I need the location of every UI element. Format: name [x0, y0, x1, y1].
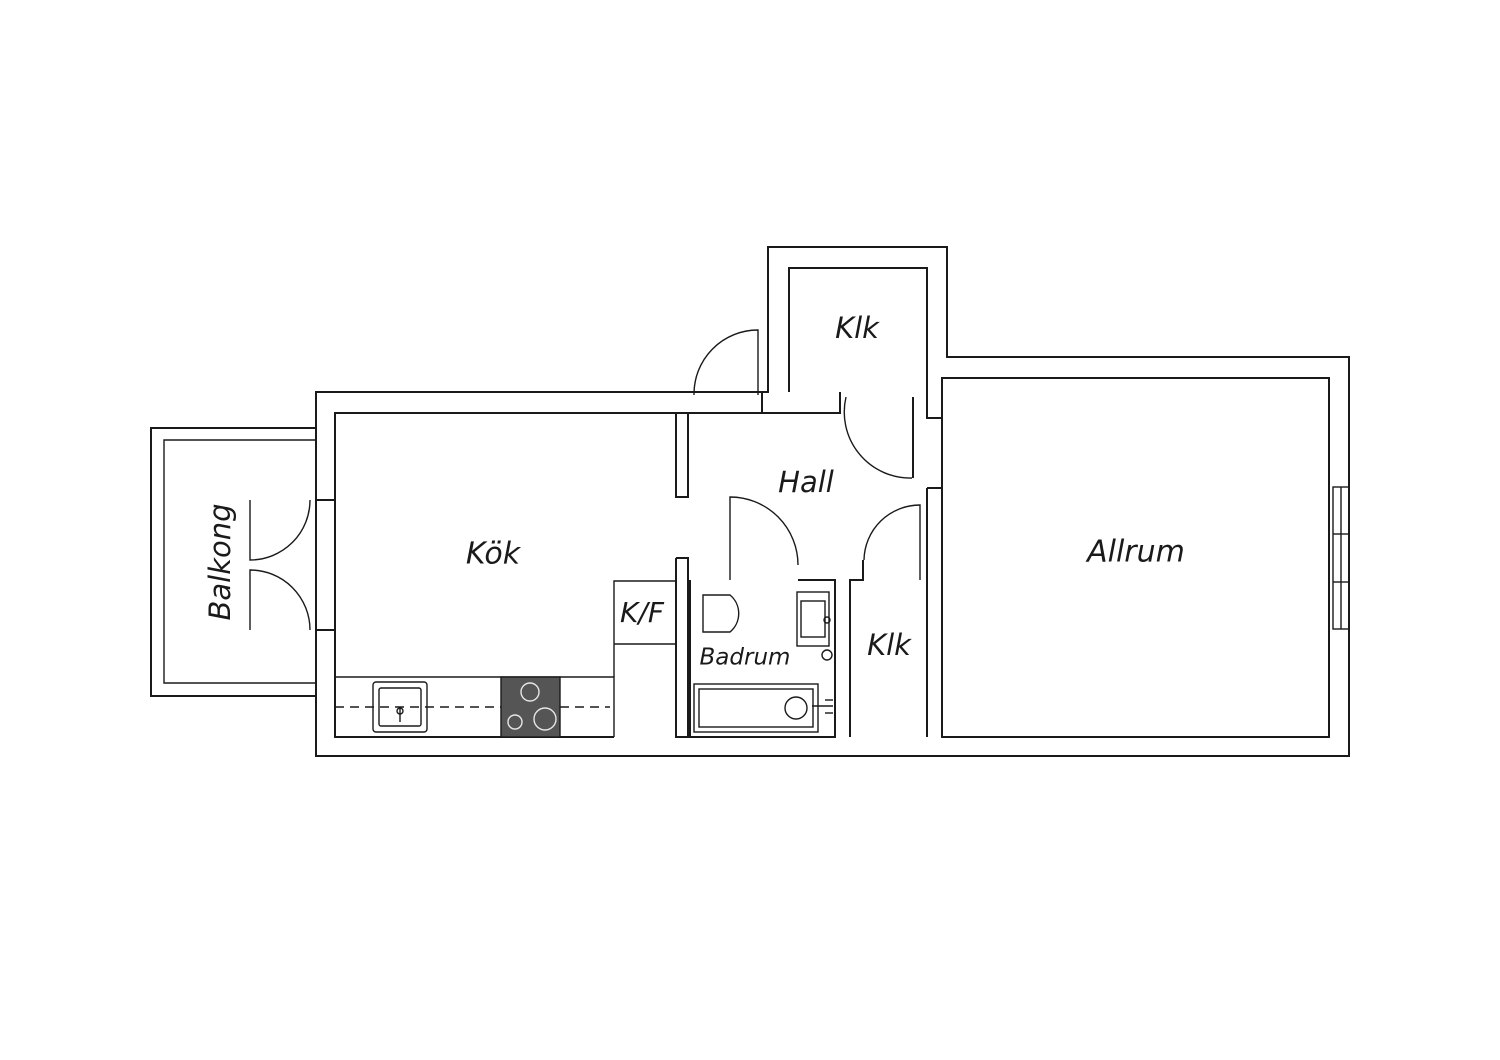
entrance-door [693, 329, 759, 396]
room-label-badrum: Badrum [700, 645, 791, 671]
room-label-klk-bottom: Klk [867, 628, 912, 662]
lower-closet [849, 504, 921, 737]
room-label-balkong: Balkong [203, 503, 237, 620]
balcony [150, 427, 316, 697]
outer-wall [315, 246, 1350, 757]
balcony-doors [249, 499, 311, 631]
room-label-kf: K/F [620, 596, 665, 629]
stove [500, 676, 561, 738]
room-label-allrum: Allrum [1085, 535, 1185, 570]
hall-walls [688, 267, 1330, 738]
allrum-window [1332, 486, 1350, 630]
room-label-kok: Kök [466, 537, 522, 572]
upper-closet-door [843, 396, 913, 479]
kitchen-counter [335, 676, 615, 737]
fridge-freezer [613, 580, 676, 677]
bathroom [689, 496, 836, 738]
room-label-klk-top: Klk [835, 311, 880, 345]
room-label-hall: Hall [778, 465, 834, 499]
